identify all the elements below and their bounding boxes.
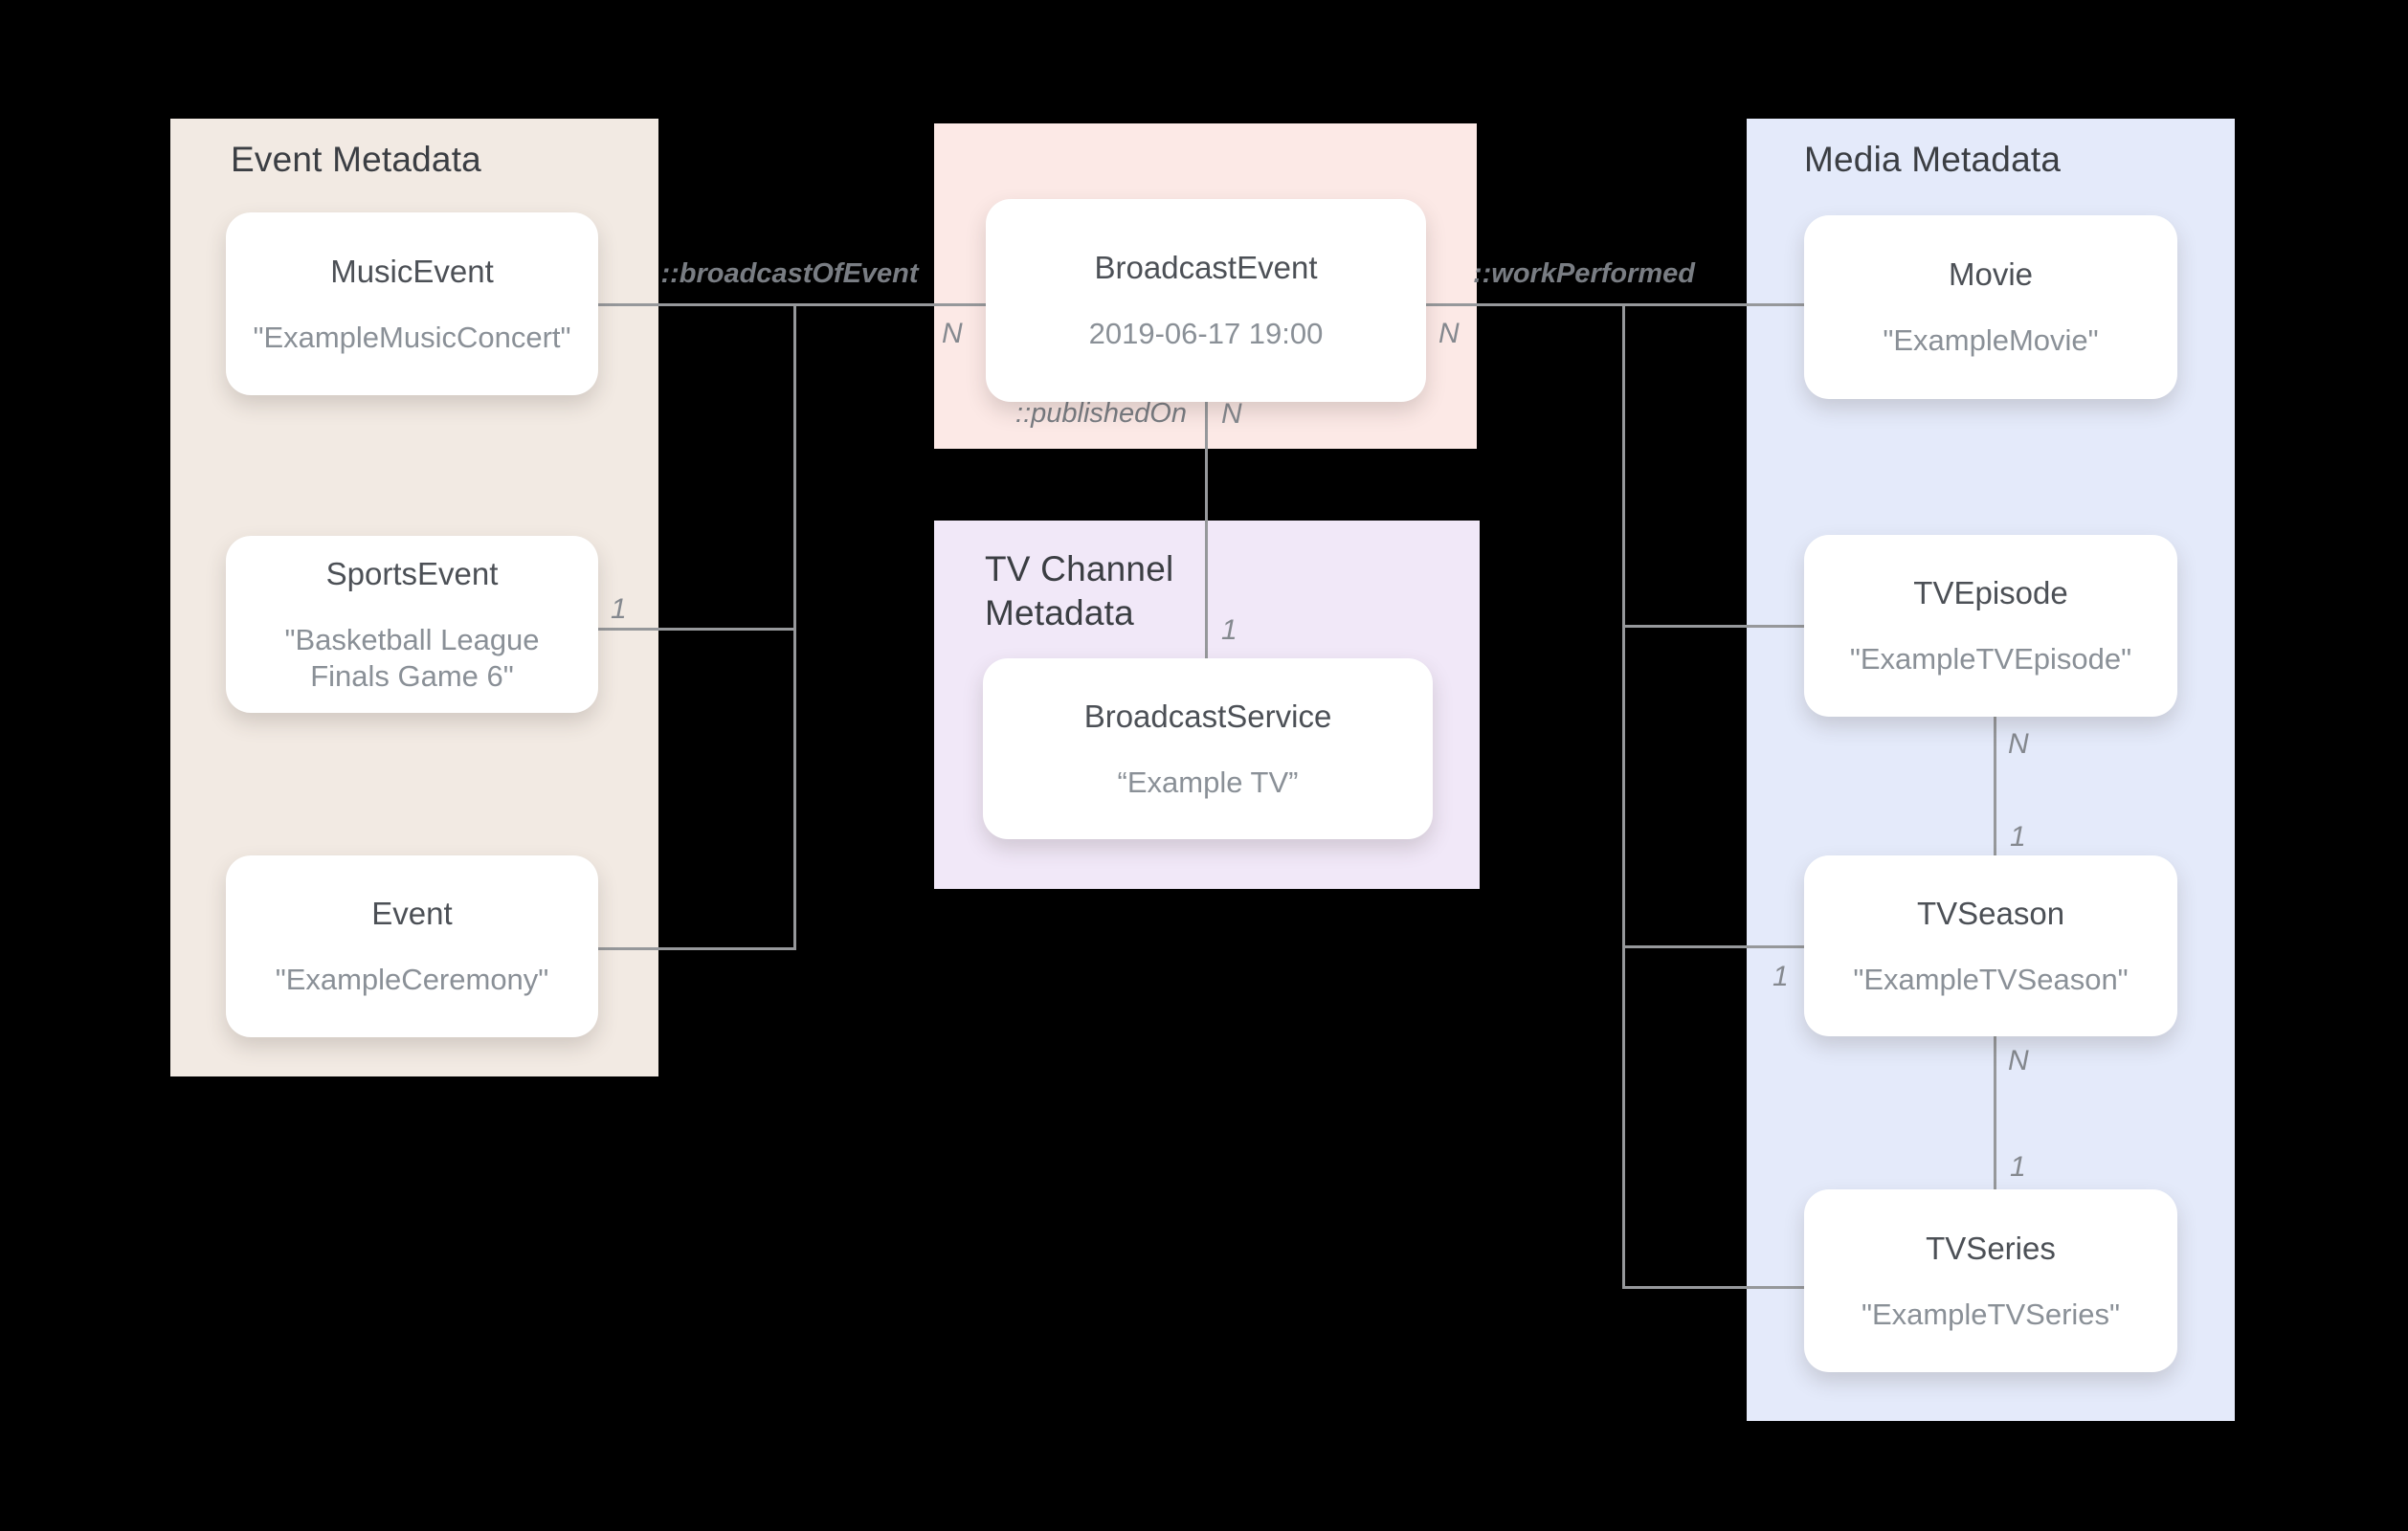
node-value: "ExampleTVSeason" (1853, 962, 2129, 996)
edge-tvseason-tvseries (1994, 1036, 1996, 1190)
multiplicity-workperformed-1: 1 (1773, 961, 1789, 992)
edge-left-junction-vertical (793, 303, 796, 950)
panel-title-event-metadata: Event Metadata (231, 140, 481, 179)
edge-label-work-performed: ::workPerformed (1472, 258, 1696, 289)
multiplicity-broadcastofevent-1: 1 (611, 593, 627, 625)
node-music-event: MusicEvent "ExampleMusicConcert" (226, 212, 598, 395)
edge-broadcastevent-broadcastservice (1205, 402, 1208, 658)
node-title: TVSeries (1926, 1230, 2056, 1266)
multiplicity-broadcastofevent-n: N (942, 318, 963, 349)
panel-title-tv-channel-metadata: TV Channel Metadata (985, 549, 1174, 632)
node-title: Movie (1948, 256, 2034, 292)
panel-title-media-metadata: Media Metadata (1804, 140, 2062, 179)
node-value: “Example TV” (1117, 765, 1299, 799)
node-value: "ExampleMovie" (1883, 323, 2099, 357)
edge-right-junction-vertical (1622, 303, 1625, 1289)
node-value: "ExampleTVSeries" (1861, 1297, 2121, 1331)
node-event: Event "ExampleCeremony" (226, 855, 598, 1037)
edge-junction-tvseries (1624, 1286, 1804, 1289)
edge-label-broadcast-of-event: ::broadcastOfEvent (660, 258, 919, 289)
edge-junction-tvepisode (1624, 625, 1804, 628)
node-title: MusicEvent (330, 253, 494, 289)
edge-event-junction (598, 947, 793, 950)
edge-tvepisode-tvseason (1994, 717, 1996, 856)
multiplicity-publishedon-1: 1 (1221, 614, 1237, 646)
node-tv-episode: TVEpisode "ExampleTVEpisode" (1804, 535, 2177, 717)
node-tv-series: TVSeries "ExampleTVSeries" (1804, 1189, 2177, 1372)
edge-sportsevent-junction (596, 628, 793, 631)
multiplicity-season-series-n: N (2008, 1045, 2029, 1076)
edge-broadcastevent-movie (1426, 303, 1804, 306)
multiplicity-episode-season-n: N (2008, 728, 2029, 760)
node-title: Event (371, 896, 453, 931)
node-title: TVSeason (1916, 895, 2065, 931)
node-value: "Basketball League Finals Game 6" (284, 622, 540, 693)
node-value: "ExampleCeremony" (275, 963, 549, 996)
node-value: "ExampleMusicConcert" (253, 320, 571, 354)
node-title: TVEpisode (1913, 575, 2068, 610)
edge-musicevent-broadcastevent (598, 303, 986, 306)
node-value: 2019-06-17 19:00 (1088, 317, 1324, 350)
node-title: BroadcastService (1083, 698, 1332, 734)
edge-junction-tvseason (1624, 945, 1804, 948)
node-title: SportsEvent (325, 555, 499, 591)
multiplicity-season-series-1: 1 (2010, 1151, 2026, 1183)
multiplicity-episode-season-1: 1 (2010, 821, 2026, 853)
edge-label-published-on: ::publishedOn (1015, 398, 1187, 429)
multiplicity-publishedon-n: N (1221, 398, 1242, 430)
multiplicity-workperformed-n: N (1438, 318, 1460, 349)
node-title: BroadcastEvent (1094, 250, 1318, 285)
node-tv-season: TVSeason "ExampleTVSeason" (1804, 855, 2177, 1036)
node-broadcast-event: BroadcastEvent 2019-06-17 19:00 (986, 199, 1426, 402)
node-value: "ExampleTVEpisode" (1849, 642, 2132, 676)
node-movie: Movie "ExampleMovie" (1804, 215, 2177, 399)
node-sports-event: SportsEvent "Basketball League Finals Ga… (226, 536, 598, 713)
node-broadcast-service: BroadcastService “Example TV” (983, 658, 1433, 839)
